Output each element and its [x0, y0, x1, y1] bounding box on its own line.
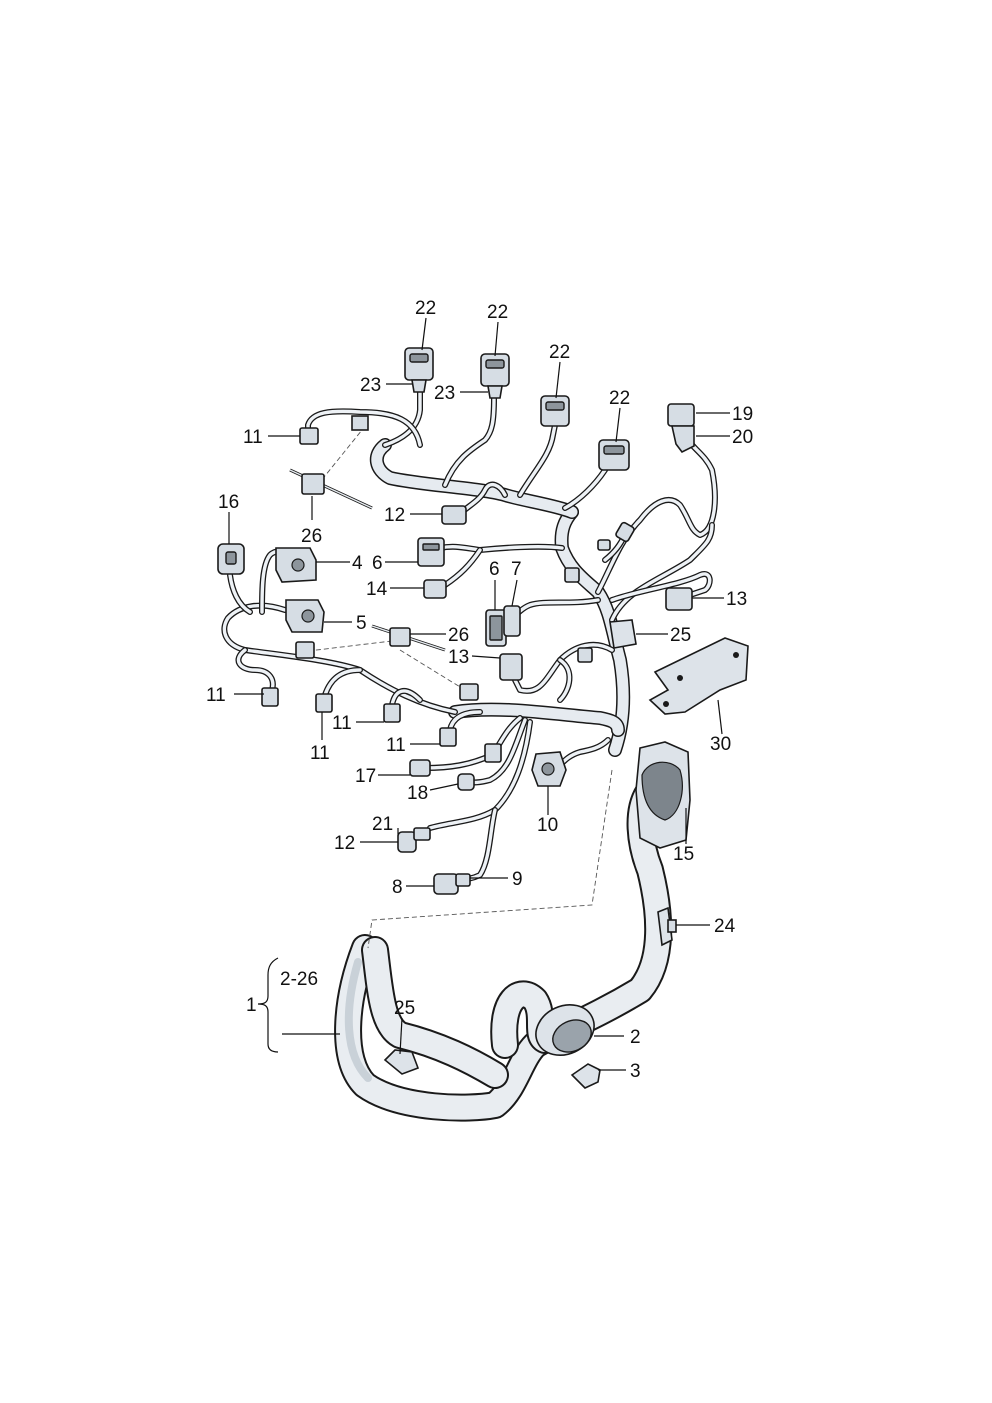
label-25b: 25 — [394, 998, 415, 1019]
connector-lead-top — [615, 521, 635, 543]
label-20: 20 — [732, 427, 753, 448]
label-14: 14 — [366, 579, 388, 600]
reference-lines — [299, 429, 613, 949]
label-15: 15 — [673, 844, 694, 865]
label-6a: 6 — [372, 553, 383, 574]
label-10: 10 — [537, 815, 558, 836]
connector-18 — [457, 773, 475, 791]
connector-11-c — [315, 693, 333, 713]
trunk-clip — [564, 567, 580, 583]
connector-22d — [598, 439, 630, 471]
label-19: 19 — [732, 404, 753, 425]
label-17: 17 — [355, 766, 376, 787]
label-16: 16 — [218, 492, 239, 513]
label-25a: 25 — [670, 625, 691, 646]
clip-left-1 — [295, 641, 315, 659]
cable-tie-26-top — [289, 468, 373, 510]
connector-21-12 — [397, 827, 431, 853]
label-22c: 22 — [549, 342, 570, 363]
label-24: 24 — [714, 916, 736, 937]
connector-5 — [285, 599, 325, 633]
clip-left-2 — [459, 683, 479, 701]
connector-17 — [409, 759, 431, 777]
connector-19-20 — [667, 403, 695, 454]
label-13a: 13 — [726, 589, 747, 610]
connector-16 — [217, 543, 245, 575]
clip-part-3 — [570, 1063, 601, 1089]
label-3: 3 — [630, 1061, 641, 1082]
label-6b: 6 — [489, 559, 500, 580]
connector-11-e — [439, 727, 457, 747]
connector-10 — [531, 751, 567, 787]
grommet-part-2 — [535, 1004, 595, 1056]
connector-13-middle — [499, 653, 523, 681]
label-30: 30 — [710, 734, 731, 755]
main-loom — [334, 776, 673, 1122]
label-22b: 22 — [487, 302, 508, 323]
label-18: 18 — [407, 783, 428, 804]
connector-11-left — [261, 687, 279, 707]
connector-6-top — [417, 537, 445, 567]
clip-branch — [484, 743, 502, 763]
connector-12-top — [441, 505, 467, 525]
label-11d: 11 — [332, 713, 352, 734]
label-9: 9 — [512, 869, 523, 890]
label-26b: 26 — [448, 625, 469, 646]
cable-tie-26-middle — [371, 624, 446, 652]
clip-top — [351, 415, 369, 431]
label-11b: 11 — [206, 685, 226, 706]
cover-part-15 — [635, 741, 691, 849]
label-8: 8 — [392, 877, 403, 898]
label-21: 21 — [372, 814, 393, 835]
label-11e: 11 — [386, 735, 406, 756]
label-1: 1 — [246, 995, 257, 1016]
label-26a: 26 — [301, 526, 322, 547]
label-11a: 11 — [243, 427, 263, 448]
connector-13-right — [665, 587, 693, 611]
connector-14 — [423, 579, 447, 599]
connectors — [217, 347, 695, 895]
label-23a: 23 — [360, 375, 381, 396]
bracket-part-25-upper — [577, 619, 637, 663]
label-2-26: 2-26 — [280, 969, 318, 990]
holder-part-24 — [657, 906, 677, 947]
label-4: 4 — [352, 553, 363, 574]
connector-22c — [540, 395, 570, 427]
leader-lines — [228, 317, 730, 1071]
label-5: 5 — [356, 613, 367, 634]
label-12b: 12 — [334, 833, 355, 854]
bracket-plate-part-30 — [648, 637, 749, 715]
connector-4 — [275, 547, 317, 583]
label-23b: 23 — [434, 383, 455, 404]
connector-6-7 — [485, 605, 521, 647]
label-7: 7 — [511, 559, 522, 580]
label-13b: 13 — [448, 647, 469, 668]
connector-22b — [480, 353, 510, 399]
connector-lead-small — [597, 539, 611, 551]
connector-11-d — [383, 703, 401, 723]
callout-labels: 22 22 22 22 23 23 19 20 11 26 12 16 4 6 … — [206, 298, 753, 1082]
connector-22a — [404, 347, 434, 393]
label-22d: 22 — [609, 388, 630, 409]
bracket-part-25-lower — [383, 1049, 420, 1075]
connector-8-9 — [433, 873, 471, 895]
label-12a: 12 — [384, 505, 405, 526]
label-22a: 22 — [415, 298, 436, 319]
label-11c: 11 — [310, 743, 330, 764]
connector-11-top — [299, 427, 319, 445]
label-2: 2 — [630, 1027, 641, 1048]
